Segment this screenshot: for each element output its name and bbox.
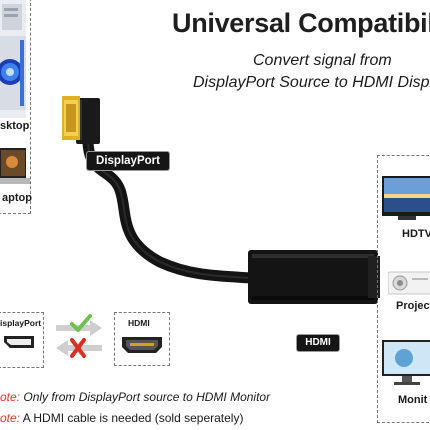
desktop-label: sktop	[0, 120, 30, 132]
hdmi-tag: HDMI	[296, 334, 340, 352]
note-2-text: A HDMI cable is needed (sold seperately)	[22, 411, 244, 425]
subtitle-line-1: Convert signal from	[253, 52, 392, 69]
hdmi-port-label: HDMI	[128, 318, 150, 328]
projector-label: Project	[396, 300, 430, 312]
desktop-tower-image	[0, 0, 26, 118]
note-1-text: Only from DisplayPort source to HDMI Mon…	[23, 390, 271, 404]
note-2: ote: A HDMI cable is needed (sold sepera…	[0, 411, 243, 425]
displayport-tag: DisplayPort	[86, 151, 170, 171]
note-1-prefix: ote:	[0, 390, 21, 404]
displayport-port-icon	[4, 336, 34, 348]
dp-port-label: isplayPort	[0, 318, 42, 328]
hdtv-image	[382, 176, 430, 220]
laptop-label: aptop	[2, 192, 32, 204]
note-2-prefix: ote:	[0, 411, 21, 425]
hdtv-label: HDTV	[402, 228, 430, 240]
page-title: Universal Compatibil	[172, 8, 430, 38]
hdmi-port-icon	[122, 337, 162, 353]
monitor-image	[382, 340, 430, 385]
projector-image	[388, 271, 430, 295]
laptop-image	[0, 148, 30, 184]
monitor-label: Monit	[398, 394, 428, 406]
subtitle-line-2: DisplayPort Source to HDMI Displa	[193, 74, 430, 91]
source-devices-box	[0, 0, 31, 214]
hdmi-port-box	[114, 312, 170, 366]
direction-arrows	[56, 314, 102, 358]
output-devices-box	[377, 155, 430, 423]
note-1: ote: Only from DisplayPort source to HDM…	[0, 390, 270, 404]
dp-port-box	[0, 312, 44, 368]
